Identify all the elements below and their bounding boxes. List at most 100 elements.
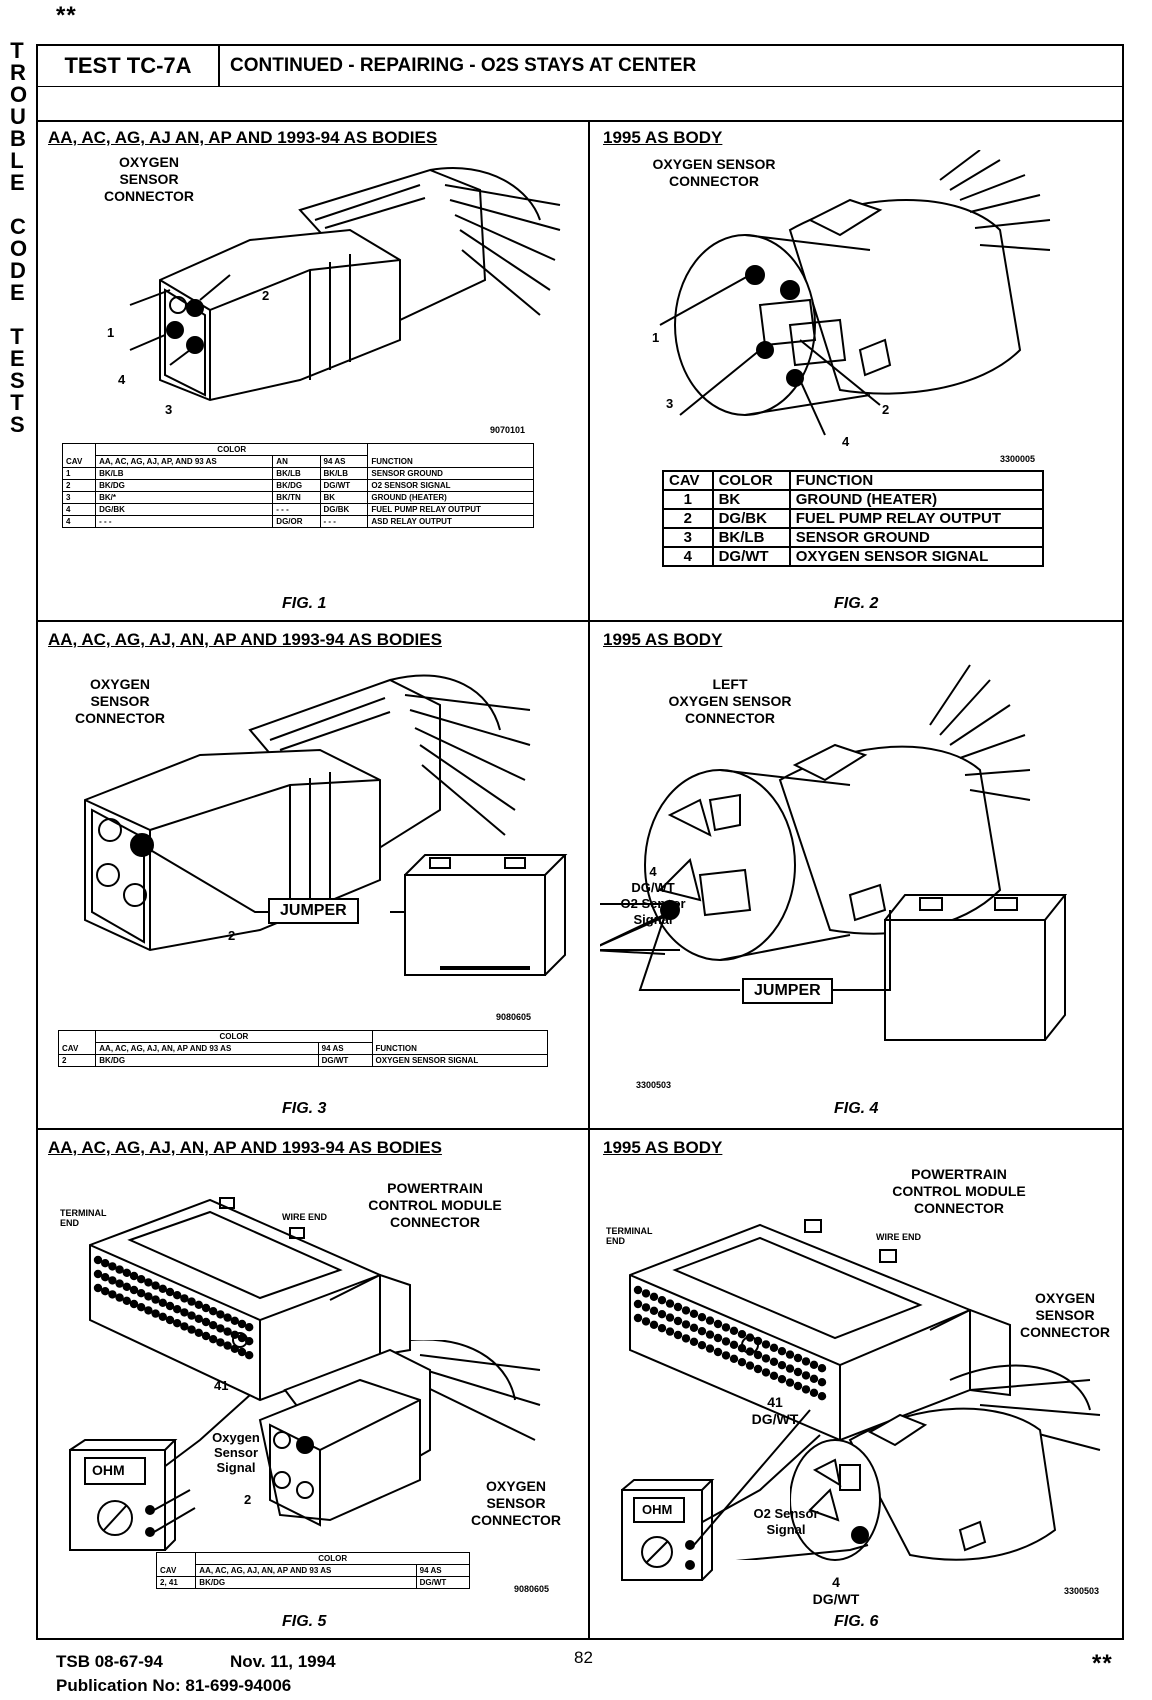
pin-dot xyxy=(216,1338,225,1347)
pin-dot xyxy=(230,1316,240,1326)
fig5-ohmmeter xyxy=(69,1439,196,1551)
fig1-connector-drawing xyxy=(129,167,561,402)
top-marker: ** xyxy=(56,2,77,29)
fig1-title: AA, AC, AG, AJ AN, AP AND 1993-94 AS BOD… xyxy=(48,128,438,147)
fig6-title: 1995 AS BODY xyxy=(603,1138,723,1157)
fig4-jumper-wires xyxy=(638,899,891,991)
pin-dot xyxy=(673,1302,683,1312)
pin-dot xyxy=(713,1319,723,1329)
pin-dot xyxy=(115,1265,124,1274)
fig2-connector-drawing xyxy=(659,150,1051,436)
fig1-code: 9070101 xyxy=(490,425,526,435)
fig4-code: 3300503 xyxy=(636,1080,672,1090)
fig5-pin-2: 2 xyxy=(244,1492,252,1507)
pin-dot xyxy=(194,1314,204,1324)
pin-dot xyxy=(809,1388,819,1398)
pin-dot xyxy=(665,1327,675,1336)
pin-dot xyxy=(93,1269,103,1279)
pin-dot xyxy=(729,1354,739,1364)
pin-dot xyxy=(101,1273,110,1282)
fig2-caption: FIG. 2 xyxy=(834,595,879,612)
pin-dot xyxy=(187,1297,196,1306)
pin-dot xyxy=(809,1374,819,1384)
fig5-meter-display: OHM xyxy=(92,1462,125,1478)
pin-dot xyxy=(223,1327,232,1336)
pin-dot xyxy=(737,1344,747,1353)
pin-dot xyxy=(761,1354,771,1363)
fig6-caption: FIG. 6 xyxy=(834,1613,879,1630)
pin-dot xyxy=(209,1335,218,1344)
pin-dot xyxy=(641,1289,651,1298)
pin-dot xyxy=(223,1341,232,1350)
pin-dot xyxy=(216,1324,225,1333)
fig3-caption: FIG. 3 xyxy=(282,1100,327,1117)
pin-dot xyxy=(657,1310,667,1319)
pin-dot xyxy=(115,1279,124,1288)
pin-dot xyxy=(801,1385,811,1394)
pin-dot xyxy=(187,1311,196,1320)
fig1-pin-4: 4 xyxy=(118,372,126,387)
pin-dot xyxy=(633,1285,643,1295)
pin-dot xyxy=(769,1371,779,1381)
pin-dot xyxy=(713,1347,723,1357)
fig5-pin-41: 41 xyxy=(214,1378,229,1393)
pin-dot xyxy=(729,1340,739,1350)
pin-dot xyxy=(129,1271,139,1281)
pin-dot xyxy=(137,1289,146,1298)
pin-dot xyxy=(237,1333,247,1343)
fig6-wire-end: WIRE END xyxy=(876,1232,921,1242)
pin-dot xyxy=(101,1287,110,1296)
pin-dot xyxy=(657,1324,667,1333)
pin-dot xyxy=(737,1358,747,1367)
fig5-pcm-drawing xyxy=(89,1197,411,1471)
pin-dot xyxy=(705,1316,715,1325)
pin-dot xyxy=(108,1290,117,1299)
pin-dot xyxy=(753,1350,763,1360)
pin-dot xyxy=(777,1375,787,1384)
pin-dot xyxy=(144,1292,153,1301)
pin-dot xyxy=(641,1303,651,1312)
fig1-pin-1: 1 xyxy=(107,325,115,340)
pin-dot xyxy=(729,1326,739,1336)
pin-dot xyxy=(697,1341,707,1350)
pin-dot xyxy=(657,1296,667,1305)
pin-dot xyxy=(633,1313,643,1323)
pin-dot xyxy=(115,1293,124,1302)
pin-dot xyxy=(245,1323,254,1332)
footer-date: Nov. 11, 1994 xyxy=(230,1652,336,1671)
pin-dot xyxy=(705,1330,715,1339)
pin-dot xyxy=(165,1301,175,1311)
fig3-pin-2: 2 xyxy=(228,928,236,943)
pin-dot xyxy=(785,1378,795,1387)
fig6-o2-drawing xyxy=(790,1364,1101,1561)
fig1-pin-2: 2 xyxy=(262,288,270,303)
pin-dot xyxy=(689,1323,699,1333)
pin-dot xyxy=(793,1381,803,1391)
pin-dot xyxy=(122,1282,132,1292)
pin-dot xyxy=(649,1306,659,1316)
header-rule xyxy=(36,86,1124,87)
pin-dot xyxy=(681,1334,691,1343)
fig2-code: 3300005 xyxy=(1000,454,1036,464)
pin-dot xyxy=(681,1306,691,1315)
pin-dot xyxy=(151,1309,160,1318)
fig2-title: 1995 AS BODY xyxy=(603,128,723,147)
side-word: TROUBLE xyxy=(10,38,28,195)
pin-dot xyxy=(753,1364,763,1374)
test-title: CONTINUED - REPAIRING - O2S STAYS AT CEN… xyxy=(230,55,697,76)
pin-dot xyxy=(681,1320,691,1329)
pin-dot xyxy=(223,1313,232,1322)
pin-dot xyxy=(793,1367,803,1377)
footer-page-number: 82 xyxy=(574,1648,593,1667)
pin-dot xyxy=(144,1278,153,1287)
